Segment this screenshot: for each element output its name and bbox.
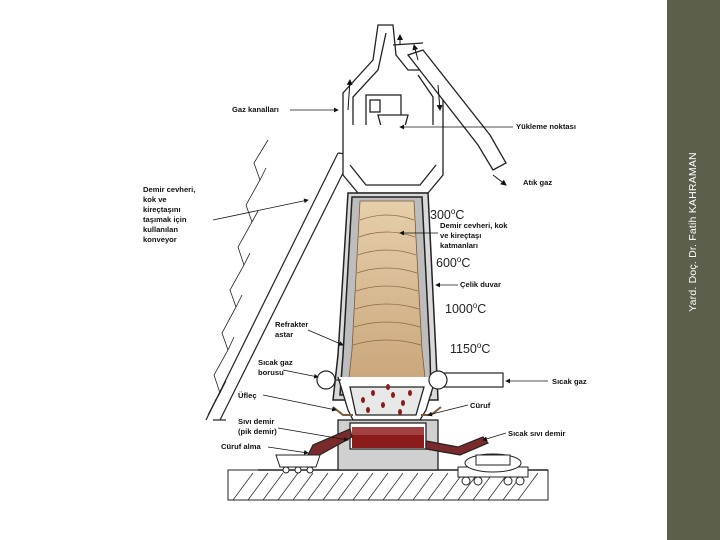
temperature-value: 300 <box>430 208 451 222</box>
hot-gas-pipe <box>316 370 504 390</box>
temperature-unit: C <box>455 208 464 222</box>
label-conveyor-line: taşımak için <box>143 215 187 224</box>
temperature-value: 1150 <box>450 342 477 356</box>
label-atik-gaz: Atık gaz <box>523 178 552 187</box>
temperature-1150: 1150oC <box>450 341 490 356</box>
blast-furnace-svg: Gaz kanalları Yükleme noktası Atık gaz D… <box>143 24 587 501</box>
label-sicak-sivi-demir: Sıcak sıvı demir <box>508 429 565 438</box>
label-sivi-demir-line: Sıvı demir <box>238 417 274 426</box>
blast-furnace-diagram: Gaz kanalları Yükleme noktası Atık gaz D… <box>138 15 622 501</box>
temperature-600: 600oC <box>436 255 470 270</box>
label-sicak-gaz-borusu-line: Sıcak gaz <box>258 358 293 367</box>
label-conveyor-line: kok ve <box>143 195 167 204</box>
label-refrakter-line: astar <box>275 330 293 339</box>
temperature-1000: 1000oC <box>445 301 486 316</box>
temperature-unit: C <box>481 342 490 356</box>
label-sivi-demir-line: (pik demir) <box>238 427 277 436</box>
label-conveyor-line: konveyor <box>143 235 177 244</box>
label-layers-line: Demir cevheri, kok <box>440 221 508 230</box>
label-conveyor-line: kullanılan <box>143 225 178 234</box>
label-sicak-gaz: Sıcak gaz <box>552 377 587 386</box>
temperature-value: 1000 <box>445 302 473 316</box>
degree-sign: o <box>451 207 456 216</box>
label-celik-duvar: Çelik duvar <box>460 280 501 289</box>
degree-sign: o <box>477 341 482 350</box>
author-sidebar <box>667 0 720 540</box>
label-layers: Demir cevheri, kok ve kireçtaşı katmanla… <box>440 221 508 250</box>
gas-ducts <box>342 24 444 194</box>
charge-layers <box>347 200 427 388</box>
label-urlec: Üfleç <box>238 391 257 400</box>
label-sicak-gaz-borusu-line: borusu <box>258 368 284 377</box>
temperature-unit: C <box>461 256 470 270</box>
label-refrakter-line: Refrakter <box>275 320 308 329</box>
label-conveyor: Demir cevheri, kok ve kireçtaşını taşıma… <box>143 185 195 244</box>
slag-car <box>275 454 321 474</box>
label-sicak-gaz-borusu: Sıcak gaz borusu <box>258 358 293 377</box>
temperature-300: 300oC <box>430 207 464 222</box>
left-margin <box>0 0 138 540</box>
iron-ladle-car <box>457 453 529 486</box>
leader-lines <box>212 107 548 455</box>
hearth <box>337 419 439 471</box>
temperature-value: 600 <box>436 256 457 270</box>
author-credit-text: Yard. Doç. Dr. Fatih KAHRAMAN <box>687 152 699 312</box>
label-gaz-kanallari: Gaz kanalları <box>232 105 279 114</box>
label-yukleme-noktasi: Yükleme noktası <box>516 122 576 131</box>
label-conveyor-line: kireçtaşını <box>143 205 181 214</box>
label-refrakter: Refrakter astar <box>275 320 308 339</box>
label-layers-line: katmanları <box>440 241 478 250</box>
degree-sign: o <box>473 301 478 310</box>
loading-chute <box>392 42 507 171</box>
label-layers-line: ve kireçtaşı <box>440 231 481 240</box>
label-curuf-alma: Cüruf alma <box>221 442 261 451</box>
label-conveyor-line: Demir cevheri, <box>143 185 195 194</box>
temperature-unit: C <box>477 302 486 316</box>
degree-sign: o <box>457 255 462 264</box>
bosh <box>337 376 437 421</box>
label-curuf: Cüruf <box>470 401 491 410</box>
conveyor-truss <box>205 139 355 421</box>
label-sivi-demir: Sıvı demir (pik demir) <box>238 417 277 436</box>
gas-flow-arrows <box>346 34 507 186</box>
